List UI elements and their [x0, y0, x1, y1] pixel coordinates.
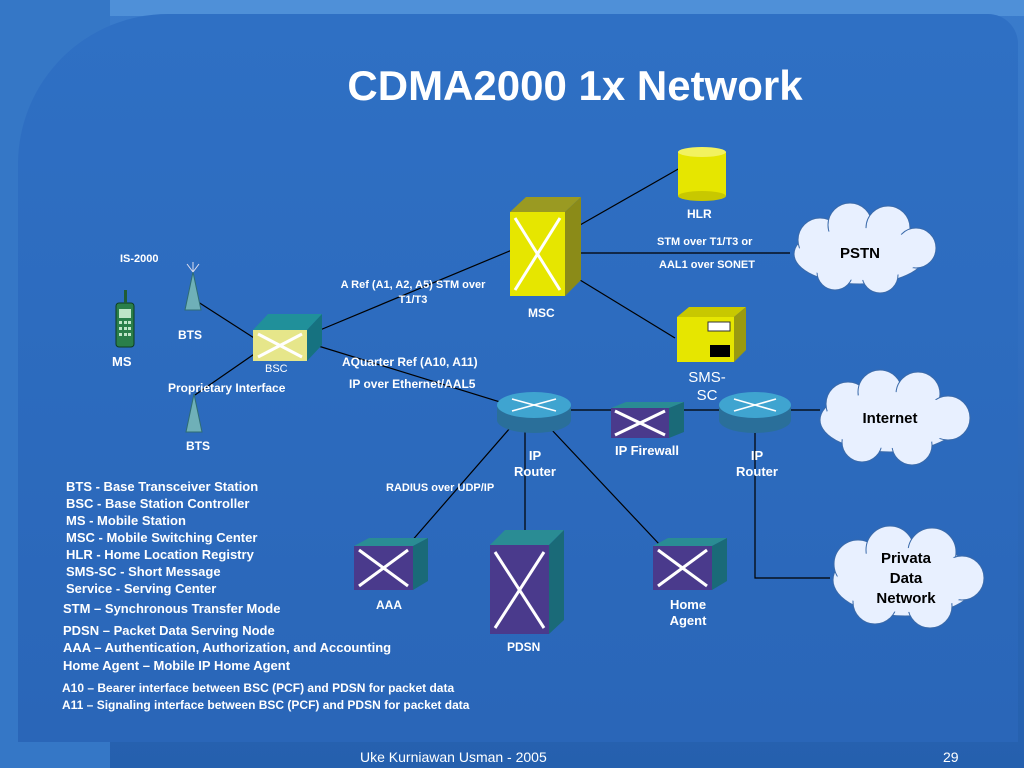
private-network-label: Privata Data Network	[876, 550, 936, 607]
internet-cloud-icon	[819, 369, 971, 466]
internet-label: Internet	[862, 410, 918, 427]
ip-firewall-label: IP Firewall	[614, 443, 680, 458]
bsc-label: BSC	[265, 363, 288, 375]
line-bsc-router	[314, 344, 511, 406]
hlr-database-icon	[678, 147, 726, 201]
line-msc-smssc	[579, 279, 676, 339]
sms-sc-icon	[677, 307, 746, 362]
bsc-icon	[253, 314, 322, 361]
legend-block-2: STM – Synchronous Transfer Mode PDSN – P…	[63, 600, 391, 674]
proprietary-interface-label: Proprietary Interface	[168, 381, 286, 395]
legend-block-3: A10 – Bearer interface between BSC (PCF)…	[62, 680, 469, 714]
footer-author: Uke Kurniawan Usman - 2005	[360, 749, 547, 765]
msc-icon	[510, 197, 581, 296]
line-router-aaa	[409, 427, 511, 544]
ip-firewall-icon	[611, 402, 684, 438]
pstn-cloud-icon	[793, 202, 937, 294]
legend-item: A11 – Signaling interface between BSC (P…	[62, 698, 470, 712]
legend-item: MS - Mobile Station	[66, 513, 186, 528]
legend-item: AAA – Authentication, Authorization, and…	[63, 640, 392, 655]
home-agent-label: Home Agent	[669, 597, 707, 628]
bts-top-icon	[184, 262, 202, 311]
connection-lines	[194, 167, 830, 579]
page-number: 29	[943, 749, 959, 765]
ip-router-2-icon	[719, 392, 791, 433]
aquarter-label: AQuarter Ref (A10, A11)	[342, 355, 478, 369]
mobile-phone-icon	[115, 290, 135, 348]
a-ref-label: A Ref (A1, A2, A5) STM over T1/T3	[340, 279, 486, 306]
legend-item: Home Agent – Mobile IP Home Agent	[63, 657, 291, 673]
private-network-cloud-icon	[832, 525, 985, 629]
radius-label: RADIUS over UDP/IP	[386, 482, 495, 494]
ms-label: MS	[112, 354, 132, 369]
legend-item: PDSN – Packet Data Serving Node	[63, 622, 275, 638]
bts-top-label: BTS	[178, 328, 202, 342]
line-router-homeagent	[549, 427, 661, 546]
is2000-label: IS-2000	[120, 253, 159, 265]
msc-label: MSC	[528, 306, 555, 320]
legend-item: BSC - Base Station Controller	[66, 496, 250, 511]
line-msc-hlr	[579, 167, 681, 226]
stm-over-label: STM over T1/T3 or	[657, 236, 753, 248]
line-bsc-msc	[319, 249, 513, 331]
legend-item: SMS-SC - Short Message	[66, 564, 221, 579]
hlr-label: HLR	[687, 207, 712, 221]
home-agent-icon	[653, 538, 727, 590]
legend-item: STM – Synchronous Transfer Mode	[63, 601, 281, 616]
aaa-icon	[354, 538, 428, 590]
ip-router-2-label: IP Router	[736, 448, 778, 479]
legend-item: HLR - Home Location Registry	[66, 547, 254, 562]
line-router2-private	[754, 430, 830, 579]
top-band	[0, 0, 1024, 16]
legend-item: A10 – Bearer interface between BSC (PCF)…	[62, 681, 455, 695]
bts-bottom-label: BTS	[186, 439, 210, 453]
ip-router-1-label: IP Router	[514, 448, 556, 479]
legend-item: BTS - Base Transceiver Station	[66, 479, 259, 494]
aal1-label: AAL1 over SONET	[659, 259, 755, 271]
aaa-label: AAA	[376, 598, 402, 612]
legend-block: BTS - Base Transceiver Station BSC - Bas…	[66, 478, 258, 597]
pdsn-icon	[490, 530, 564, 634]
line-bts-bsc-bottom	[194, 349, 261, 396]
slide-title: CDMA2000 1x Network	[347, 62, 803, 109]
ip-router-1-icon	[497, 392, 571, 433]
legend-item: MSC - Mobile Switching Center	[66, 530, 258, 545]
ip-over-ethernet-label: IP over Ethernet/AAL5	[349, 377, 476, 391]
pdsn-label: PDSN	[507, 640, 541, 654]
sms-sc-label: SMS-SC	[688, 369, 726, 404]
legend-item: Service - Serving Center	[66, 581, 217, 596]
bts-bottom-icon	[185, 393, 203, 433]
pstn-label: PSTN	[839, 245, 880, 262]
